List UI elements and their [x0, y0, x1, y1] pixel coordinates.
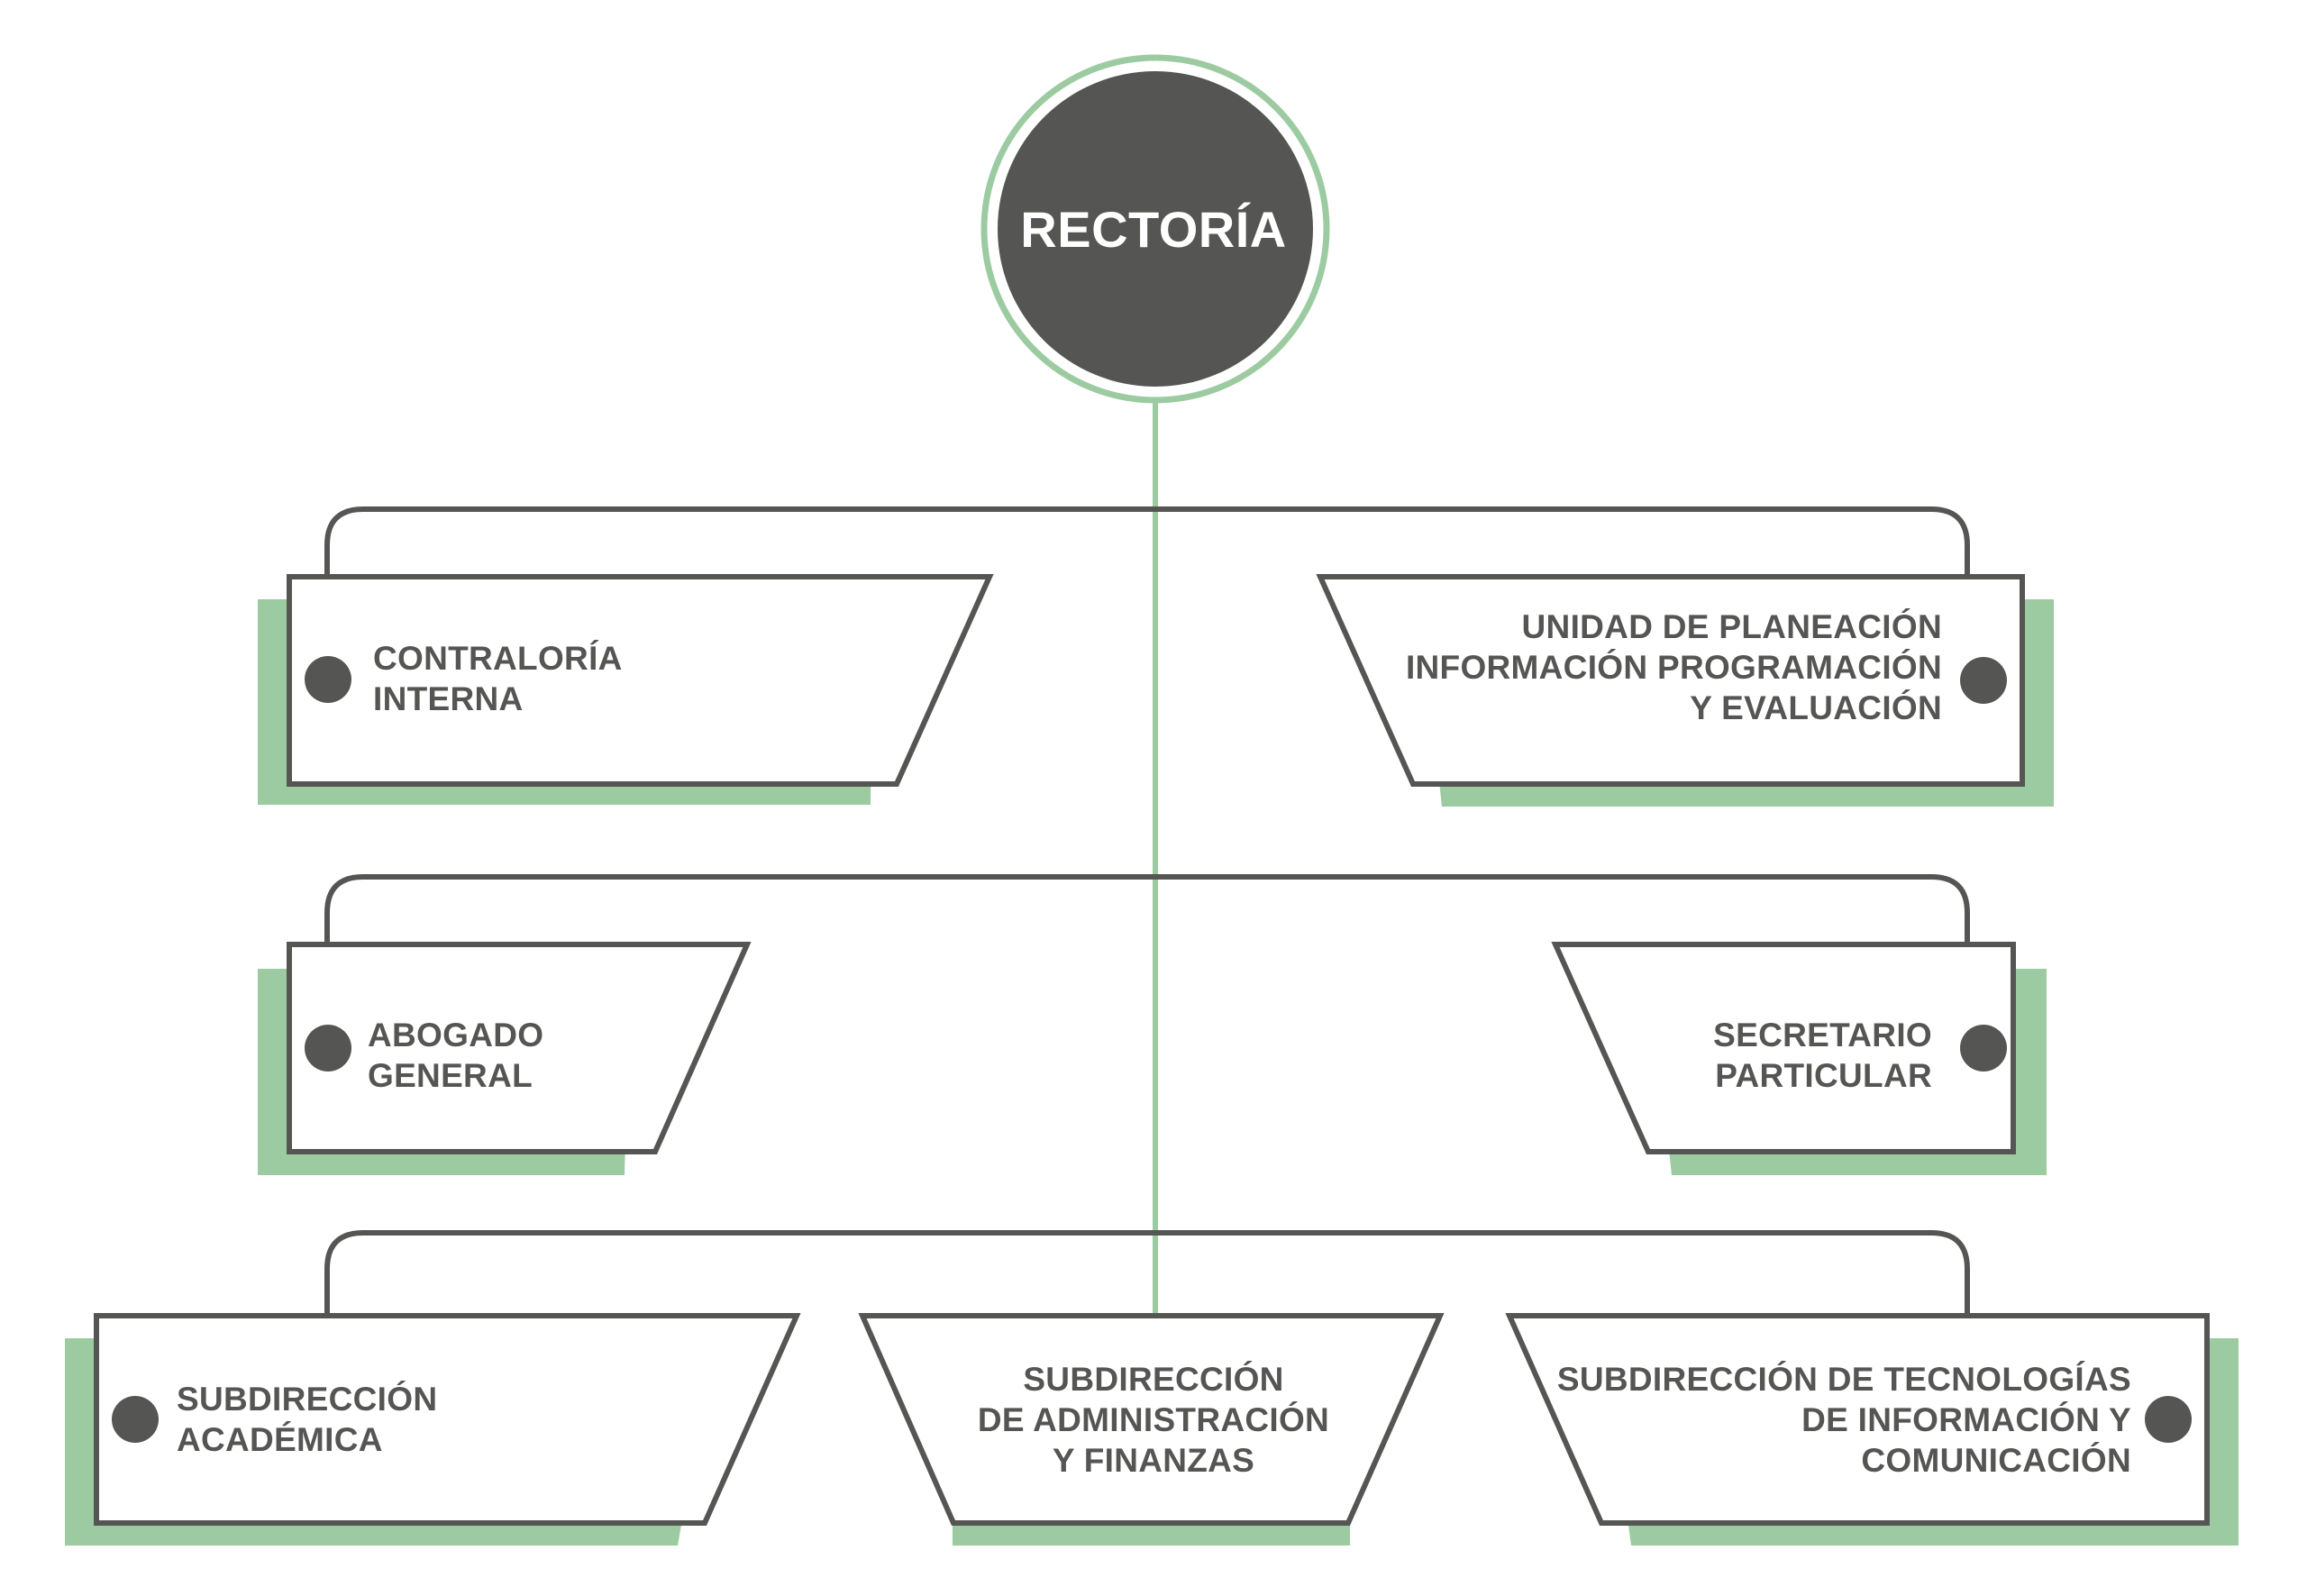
- node-contraloria: [258, 574, 994, 805]
- label-line: SUBDIRECCIÓN: [1023, 1361, 1284, 1398]
- label-line: Y EVALUACIÓN: [1690, 689, 1942, 726]
- root-title: RECTORÍA: [1020, 201, 1287, 258]
- label-unidad-planeacion: UNIDAD DE PLANEACIÓN INFORMACIÓN PROGRAM…: [1406, 606, 1942, 728]
- bullet-icon: [2145, 1396, 2192, 1443]
- connector-row-3: [324, 1230, 1970, 1316]
- label-secretario: SECRETARIO PARTICULAR: [1713, 1015, 1932, 1096]
- label-line: Y FINANZAS: [1052, 1442, 1255, 1479]
- label-line: ACADÉMICA: [177, 1421, 383, 1458]
- node-box: [1505, 1313, 2210, 1526]
- node-box: [1316, 574, 2025, 787]
- label-line: DE INFORMACIÓN Y: [1801, 1401, 2131, 1438]
- bullet-icon: [112, 1396, 159, 1443]
- label-line: INFORMACIÓN PROGRAMACIÓN: [1405, 649, 1942, 686]
- node-box: [1551, 942, 2016, 1154]
- label-line: GENERAL: [368, 1057, 533, 1094]
- node-abogado: [258, 942, 752, 1175]
- label-line: ABOGADO: [368, 1017, 544, 1053]
- node-unidad-planeacion: [1316, 574, 2054, 807]
- label-line: INTERNA: [373, 680, 524, 717]
- node-sub-tecnologias: [1505, 1313, 2239, 1546]
- node-sub-administracion: [858, 1313, 1445, 1546]
- label-contraloria: CONTRALORÍA INTERNA: [373, 638, 623, 719]
- label-line: PARTICULAR: [1715, 1057, 1932, 1094]
- node-sub-academica: [65, 1313, 801, 1546]
- label-line: SECRETARIO: [1713, 1017, 1932, 1053]
- connector-row-1: [324, 506, 1970, 577]
- label-abogado: ABOGADO GENERAL: [368, 1015, 543, 1096]
- bullet-icon: [305, 1025, 351, 1072]
- label-line: SUBDIRECCIÓN DE TECNOLOGÍAS: [1556, 1361, 2131, 1398]
- node-secretario: [1551, 942, 2047, 1175]
- label-sub-administracion: SUBDIRECCIÓN DE ADMINISTRACIÓN Y FINANZA…: [928, 1359, 1379, 1481]
- node-box: [287, 942, 752, 1154]
- node-box: [94, 1313, 801, 1526]
- label-line: UNIDAD DE PLANEACIÓN: [1521, 608, 1942, 645]
- label-line: CONTRALORÍA: [373, 640, 623, 677]
- bullet-icon: [1960, 1025, 2007, 1072]
- node-box: [858, 1313, 1445, 1526]
- connector-row-2: [324, 874, 1970, 944]
- label-sub-tecnologias: SUBDIRECCIÓN DE TECNOLOGÍAS DE INFORMACI…: [1557, 1359, 2131, 1481]
- label-line: COMUNICACIÓN: [1861, 1442, 2131, 1479]
- root-circle: [998, 71, 1313, 387]
- label-line: DE ADMINISTRACIÓN: [977, 1401, 1330, 1438]
- label-sub-academica: SUBDIRECCIÓN ACADÉMICA: [177, 1379, 437, 1460]
- label-line: SUBDIRECCIÓN: [177, 1381, 438, 1418]
- bullet-icon: [1960, 657, 2007, 704]
- node-box: [287, 574, 994, 787]
- bullet-icon: [305, 656, 351, 703]
